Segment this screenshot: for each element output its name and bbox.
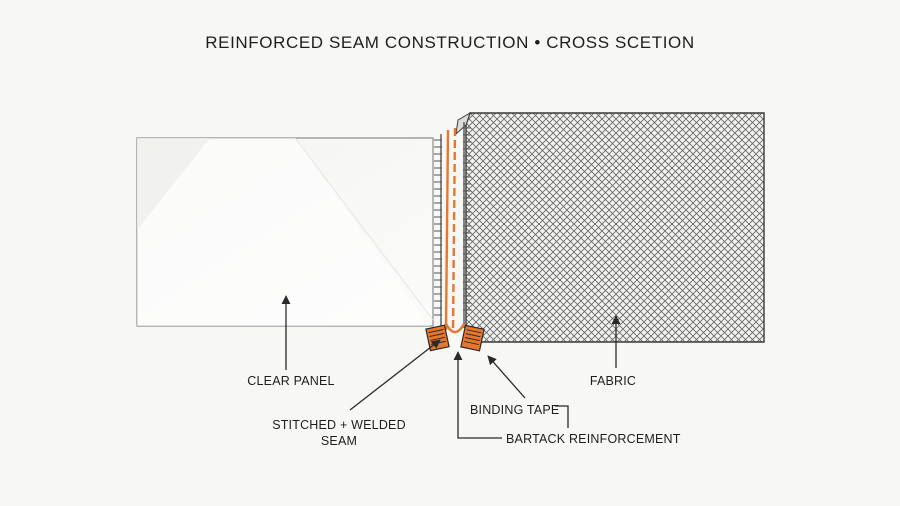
leader-lines: [281, 295, 621, 439]
clear-panel: [136, 137, 434, 327]
label-fabric: FABRIC: [590, 374, 636, 388]
label-binding-tape: BINDING TAPE: [470, 403, 559, 417]
fabric-panel: [455, 111, 765, 343]
label-stitched-seam-line1: STITCHED + WELDED: [272, 418, 406, 432]
label-stitched-seam-line2: SEAM: [321, 434, 357, 448]
stitched-seam-arrow: [349, 339, 441, 411]
bartack-arrow: [453, 351, 502, 439]
binding-tape-bracket: [555, 405, 569, 428]
label-bartack: BARTACK REINFORCEMENT: [506, 432, 681, 446]
binding-tape-arrow: [487, 355, 526, 399]
seam-stitches: [434, 122, 471, 331]
diagram-title: REINFORCED SEAM CONSTRUCTION • CROSS SCE…: [205, 33, 695, 52]
bartack-reinforcement: [425, 323, 485, 352]
label-clear-panel: CLEAR PANEL: [247, 374, 334, 388]
